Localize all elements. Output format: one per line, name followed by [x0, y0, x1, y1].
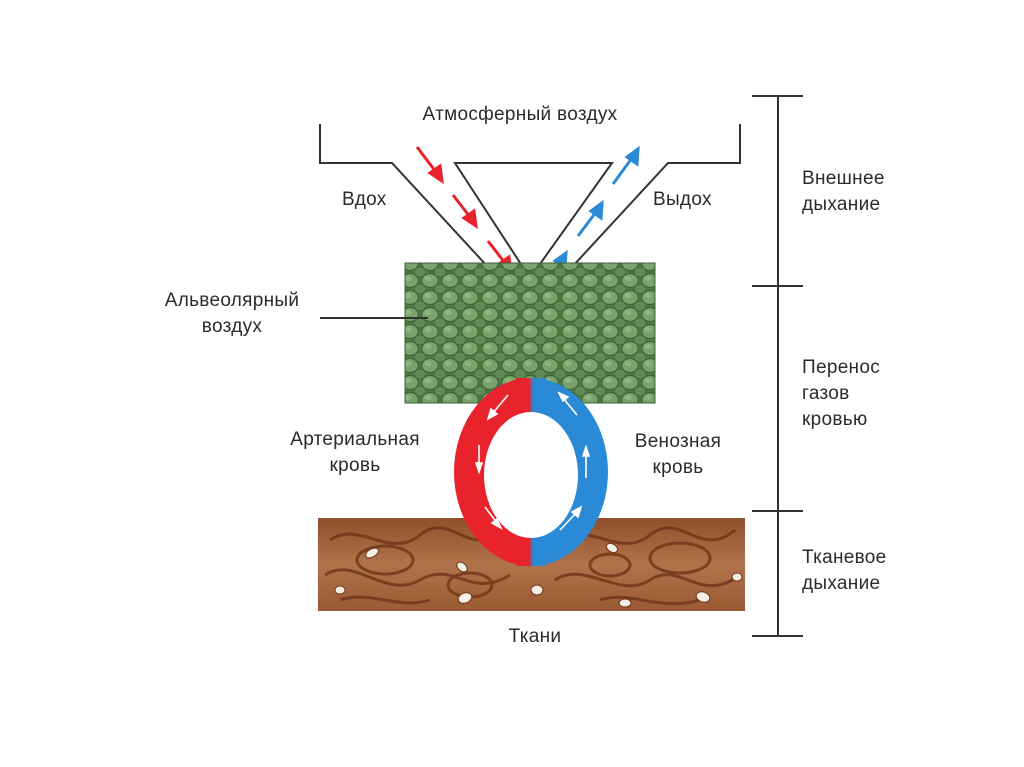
venous-blood-line-2: кровь — [652, 457, 704, 478]
arterial-blood-line-2: кровь — [329, 455, 381, 476]
stage-tissue-line-1: Тканевое — [802, 547, 887, 568]
stage-transport-line-3: кровью — [802, 409, 868, 430]
stage-external-line-1: Внешнее — [802, 168, 885, 189]
stage-gas-transport: Перенос газов кровью — [802, 355, 880, 433]
airway-funnel — [319, 124, 741, 281]
venous-blood-label: Венозная кровь — [608, 429, 748, 481]
arterial-blood-line-1: Артериальная — [290, 429, 420, 450]
stage-tissue-line-2: дыхание — [802, 573, 881, 594]
atmospheric-air-label: Атмосферный воздух — [422, 104, 618, 125]
tissues-label: Ткани — [508, 626, 562, 647]
alveolar-air-line-1: Альвеолярный — [164, 290, 300, 311]
arterial-flow-arrows — [474, 394, 509, 530]
stage-transport-line-2: газов — [802, 383, 850, 404]
venous-blood-line-1: Венозная — [634, 431, 722, 452]
alveolar-air-line-2: воздух — [201, 316, 263, 337]
venous-flow-arrows — [557, 391, 591, 531]
stage-tissue-respiration: Тканевое дыхание — [802, 545, 887, 597]
arterial-blood-label: Артериальная кровь — [255, 427, 455, 479]
stage-external-respiration: Внешнее дыхание — [802, 166, 885, 218]
blood-ring — [454, 378, 608, 566]
stage-bracket — [752, 95, 803, 637]
inhale-label: Вдох — [342, 189, 387, 210]
exhale-label: Выдох — [653, 189, 712, 210]
stage-transport-line-1: Перенос — [802, 357, 881, 378]
stage-external-line-2: дыхание — [802, 194, 881, 215]
alveolar-air-label: Альвеолярный воздух — [132, 288, 332, 340]
inhale-arrows — [415, 146, 513, 276]
